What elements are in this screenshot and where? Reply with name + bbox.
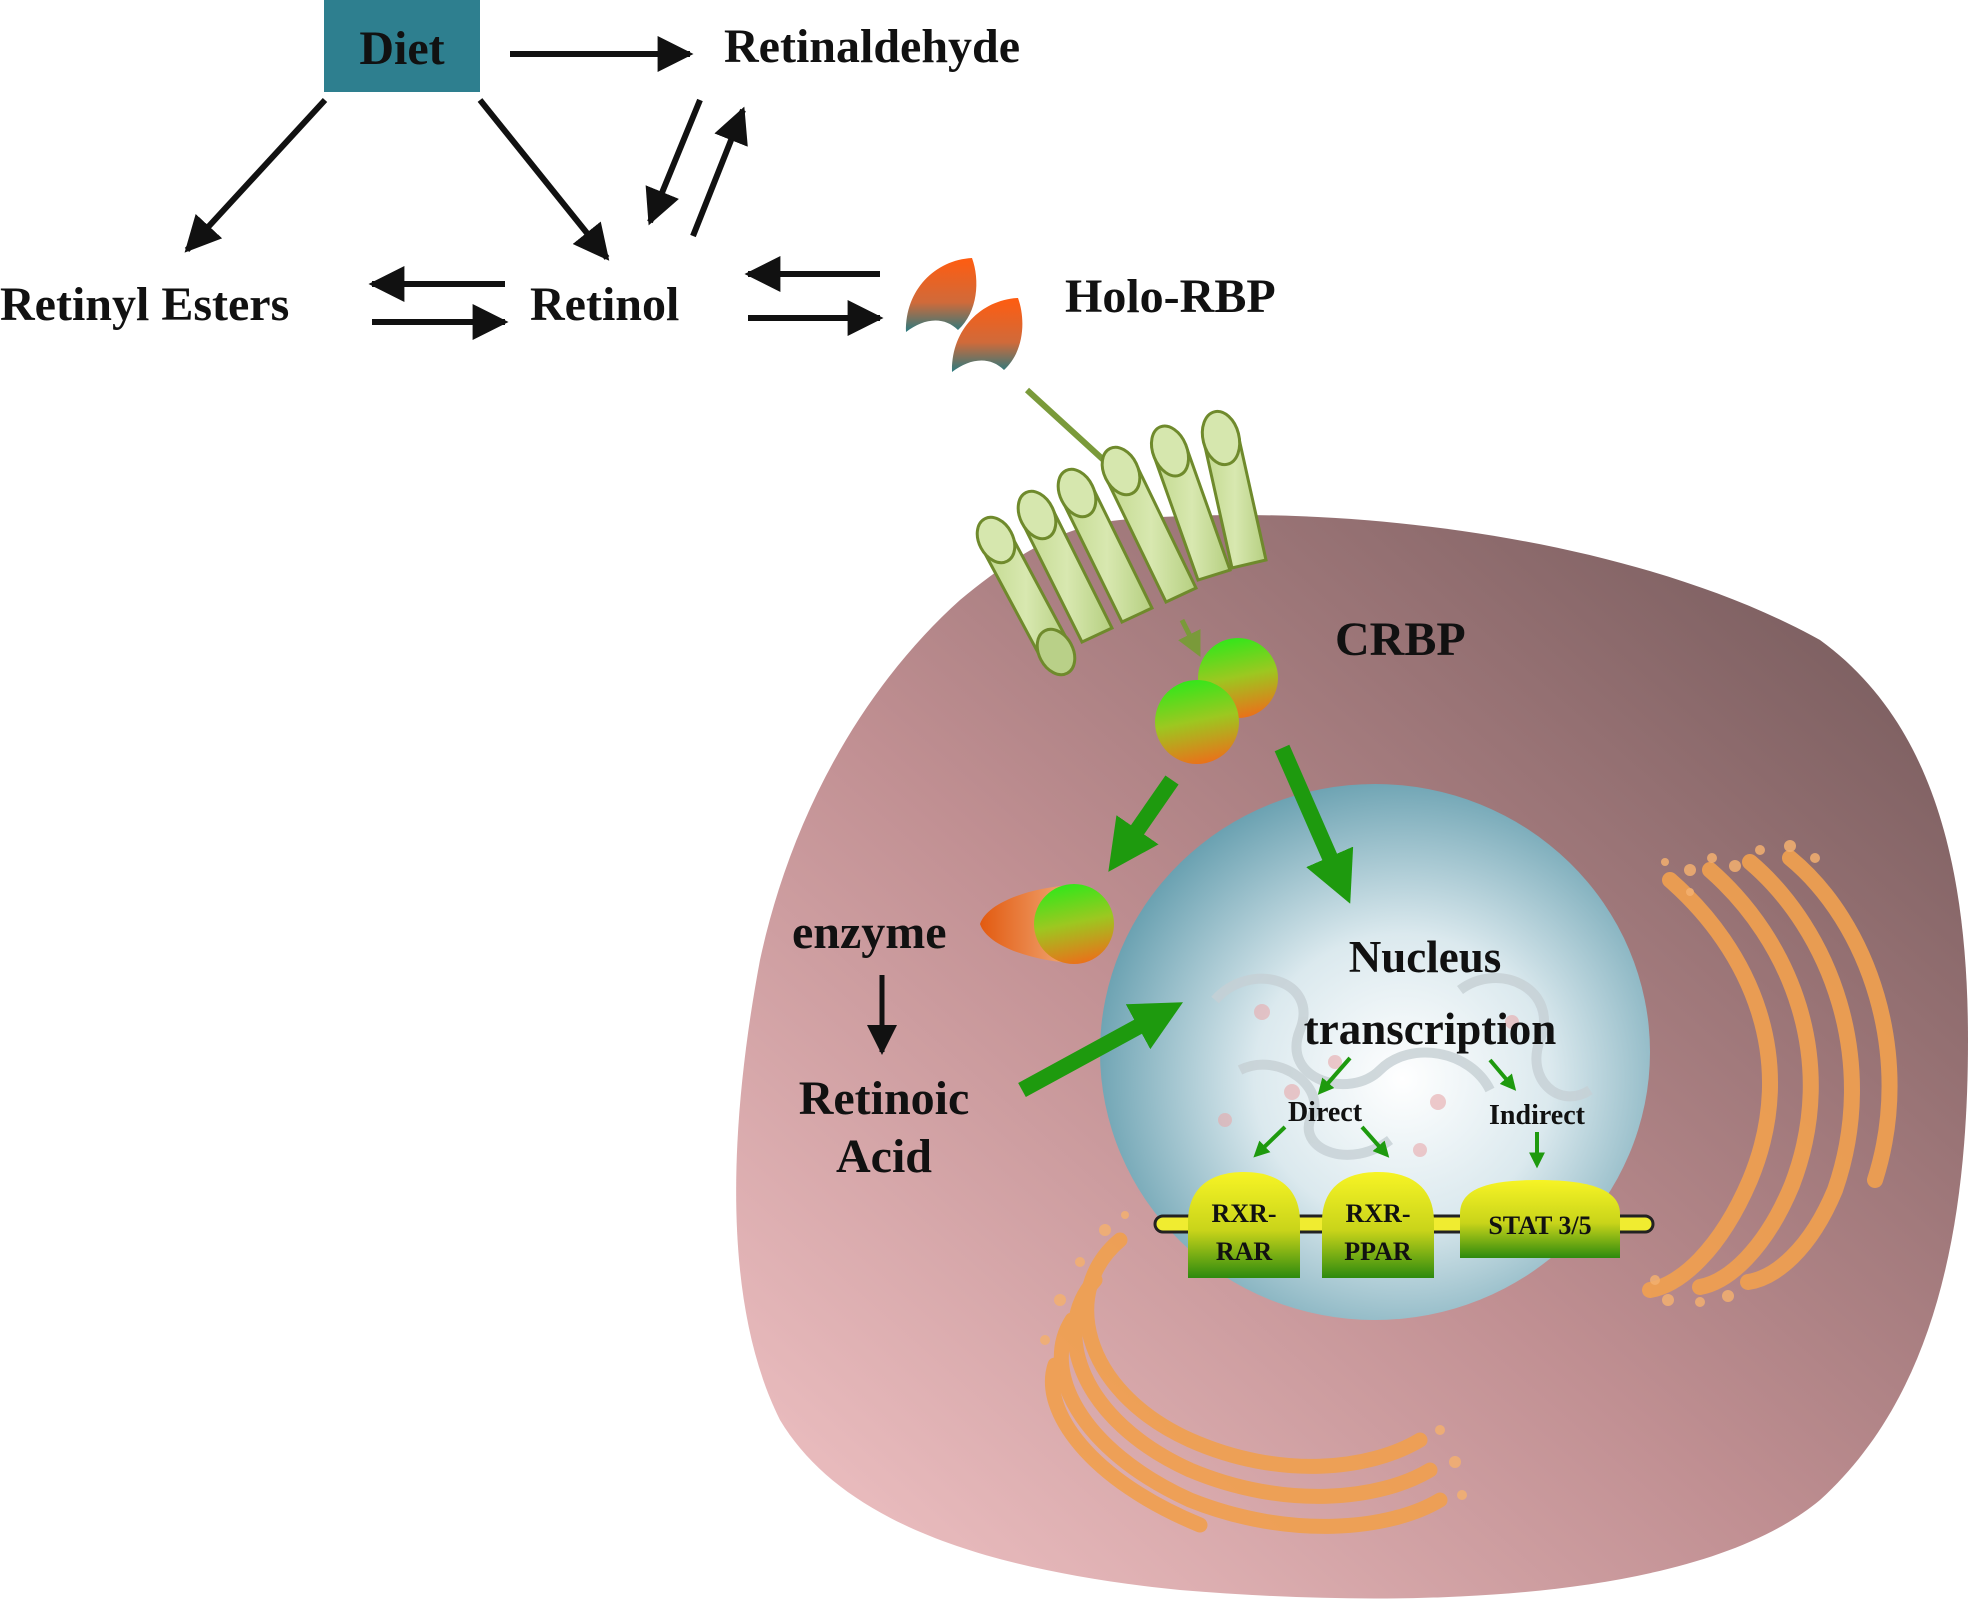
crbp-to-enzyme-arrow (1108, 775, 1179, 872)
crbp-to-nucleus-arrow (1274, 744, 1354, 904)
direct-label: Direct (1288, 1097, 1363, 1128)
transcription-to-indirect-arrow (1488, 1058, 1517, 1091)
transcription-label: transcription (1304, 1004, 1557, 1054)
chromatin-dots (1218, 1004, 1519, 1157)
retinol-label: Retinol (530, 278, 679, 331)
direct-to-rxr-rar-arrow (1253, 1125, 1287, 1158)
acid-label: Acid (836, 1130, 932, 1183)
stat-factor: STAT 3/5 (1460, 1180, 1620, 1258)
rxr-rar-factor: RXR- RAR (1188, 1172, 1300, 1278)
receptor-helix-2 (1016, 489, 1115, 644)
receptor-helix-6 (1200, 409, 1268, 570)
rxr-ppar-factor: RXR- PPAR (1322, 1172, 1434, 1278)
rxr-rar-line2: RAR (1216, 1237, 1273, 1266)
crbp-ball-2 (1155, 680, 1239, 764)
diet-label: Diet (359, 22, 444, 75)
golgi-right (1642, 850, 1898, 1298)
stat-label: STAT 3/5 (1488, 1211, 1591, 1240)
retinoic-acid-to-nucleus-arrow (1018, 1002, 1183, 1098)
diet-to-retinyl-esters-arrow (184, 97, 328, 253)
retinoic-label: Retinoic (799, 1072, 970, 1125)
metabolism-arrows (184, 36, 884, 340)
diet-to-retinol-arrow (477, 98, 610, 261)
receptor-helix-4 (1100, 445, 1199, 604)
direct-to-rxr-ppar-arrow (1360, 1125, 1390, 1158)
nucleus-small-arrows (1253, 1056, 1545, 1169)
golgi-bottom (1044, 1232, 1448, 1534)
golgi-right-vesicles (1650, 840, 1820, 1307)
rxr-ppar-line1: RXR- (1346, 1199, 1411, 1228)
holo-rbp-label: Holo-RBP (1065, 270, 1276, 323)
receptor-helix-3 (1056, 467, 1155, 624)
retinaldehyde-label: Retinaldehyde (724, 20, 1020, 73)
chromatin (1211, 973, 1593, 1160)
diet-box (324, 0, 480, 92)
retinaldehyde-to-retinol-arrow (645, 98, 703, 226)
nucleus: Nucleus transcription Direct Indirect RX… (1100, 784, 1655, 1320)
rxr-rar-line1: RXR- (1212, 1199, 1277, 1228)
crbp-label: CRBP (1335, 613, 1466, 666)
green-arrows (1018, 744, 1354, 1098)
membrane-receptor (975, 409, 1268, 677)
golgi-bottom-vesicles (1040, 1211, 1467, 1500)
rxr-ppar-line2: PPAR (1344, 1237, 1412, 1266)
receptor-to-crbp-arrow (1178, 618, 1201, 657)
receptor-helix-1 (975, 515, 1077, 677)
enzyme-icon (980, 884, 1114, 964)
transcription-to-direct-arrow (1317, 1056, 1352, 1095)
indirect-label: Indirect (1489, 1100, 1586, 1131)
receptor-helix-5 (1149, 424, 1232, 582)
retinol-to-retinaldehyde-arrow (690, 106, 748, 238)
enzyme-bound-crbp (1034, 884, 1114, 964)
holo-rbp-icon (905, 258, 1023, 372)
diet-node: Diet (324, 0, 480, 92)
nucleus-label: Nucleus (1349, 932, 1502, 982)
retinyl-esters-label: Retinyl Esters (0, 278, 289, 331)
crbp-icon (1155, 638, 1278, 764)
enzyme-label: enzyme (792, 906, 947, 959)
